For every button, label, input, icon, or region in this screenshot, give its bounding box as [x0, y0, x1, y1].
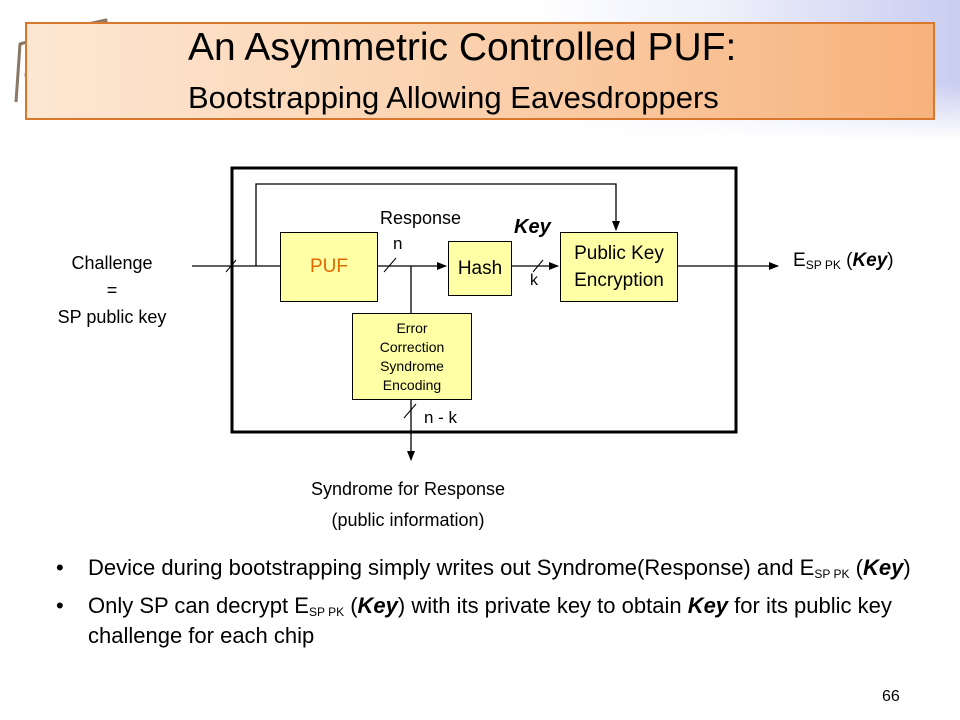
hash-box: Hash	[448, 241, 512, 296]
ecc-line3: Syndrome	[380, 357, 444, 374]
puf-box: PUF	[280, 232, 378, 302]
bullet-item: • Only SP can decrypt ESP PK (Key) with …	[56, 593, 892, 648]
ecc-line4: Encoding	[382, 376, 442, 393]
device-boundary	[230, 166, 738, 434]
encrypted-key-output-label: ESP PK (Key)	[793, 250, 894, 272]
slide-title: An Asymmetric Controlled PUF:	[188, 26, 737, 69]
k-label: k	[530, 272, 538, 289]
title-box	[25, 22, 935, 120]
pke-label-line1: Public Key	[574, 243, 664, 264]
puf-label: PUF	[310, 256, 348, 277]
page-number: 66	[882, 688, 900, 705]
slide-subtitle: Bootstrapping Allowing Eavesdroppers	[188, 80, 719, 115]
pke-label-line2: Encryption	[574, 270, 664, 291]
ecc-line2: Correction	[379, 338, 445, 355]
key-label: Key	[514, 216, 551, 238]
bullet-item: • Device during bootstrapping simply wri…	[56, 555, 911, 582]
bullet-dot-icon: •	[56, 593, 64, 618]
n-minus-k-label: n - k	[424, 408, 458, 427]
ecc-line1: Error	[396, 319, 428, 336]
syndrome-output-label: Syndrome for Response (public informatio…	[310, 479, 506, 530]
challenge-label: Challenge = SP public key	[57, 253, 167, 327]
n-label: n	[393, 234, 403, 253]
challenge-feedback-arrow	[255, 183, 620, 266]
hash-label: Hash	[457, 257, 503, 279]
bullet-dot-icon: •	[56, 555, 64, 580]
bullet-list: • Device during bootstrapping simply wri…	[50, 556, 930, 656]
response-label: Response	[380, 208, 462, 228]
